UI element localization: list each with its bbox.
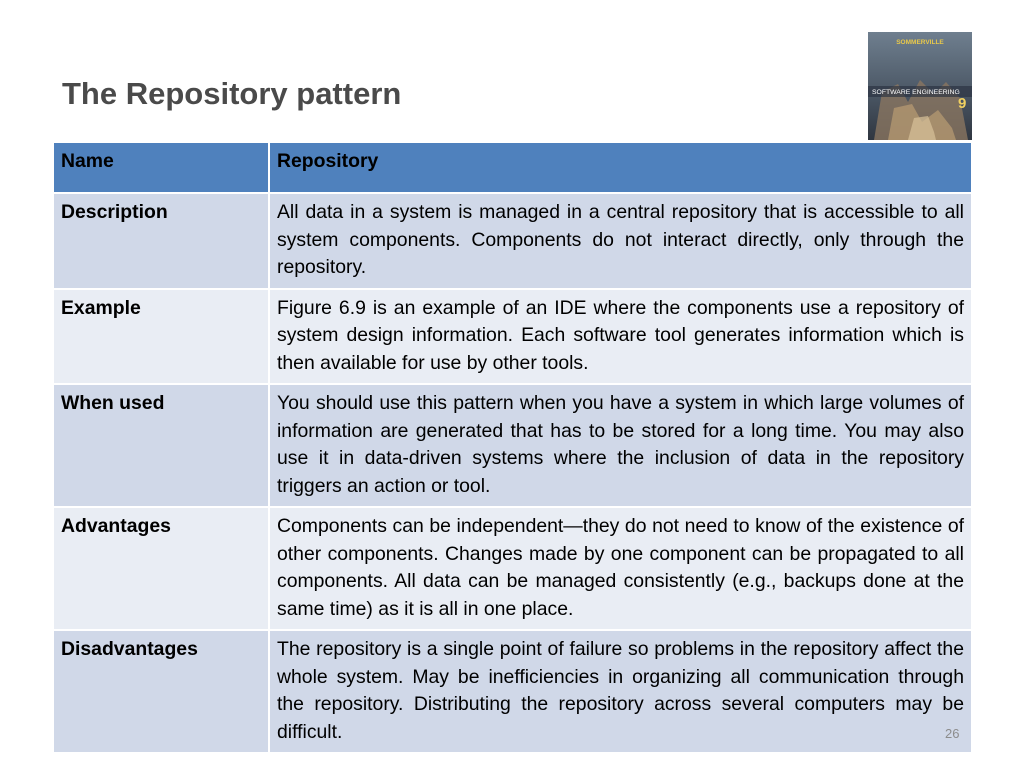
row-label: Description [52, 192, 270, 290]
book-cover-image: SOMMERVILLE SOFTWARE ENGINEERING 9 [868, 32, 972, 140]
row-text: Components can be independent—they do no… [268, 506, 973, 631]
table-row: When used You should use this pattern wh… [52, 383, 973, 508]
book-cover-art: SOMMERVILLE SOFTWARE ENGINEERING 9 [868, 32, 972, 140]
cover-edition: 9 [958, 95, 966, 112]
slide-title: The Repository pattern [62, 76, 402, 111]
table-row: Example Figure 6.9 is an example of an I… [52, 287, 973, 385]
table-row: Description All data in a system is mana… [52, 192, 973, 290]
table-row: Disadvantages The repository is a single… [52, 629, 973, 754]
row-text: The repository is a single point of fail… [268, 629, 973, 754]
slide-number: 26 [945, 726, 960, 741]
table-header-row: Name Repository [52, 141, 973, 194]
row-text: Figure 6.9 is an example of an IDE where… [268, 287, 973, 385]
row-text: All data in a system is managed in a cen… [268, 192, 973, 290]
header-value-cell: Repository [268, 141, 973, 194]
pattern-table: Name Repository Description All data in … [52, 141, 973, 754]
cover-author: SOMMERVILLE [896, 39, 944, 46]
row-label: When used [52, 383, 270, 508]
row-text: You should use this pattern when you hav… [268, 383, 973, 508]
row-label: Advantages [52, 506, 270, 631]
row-label: Example [52, 287, 270, 385]
table-row: Advantages Components can be independent… [52, 506, 973, 631]
cover-title: SOFTWARE ENGINEERING [872, 89, 960, 96]
row-label: Disadvantages [52, 629, 270, 754]
header-label-cell: Name [52, 141, 270, 194]
